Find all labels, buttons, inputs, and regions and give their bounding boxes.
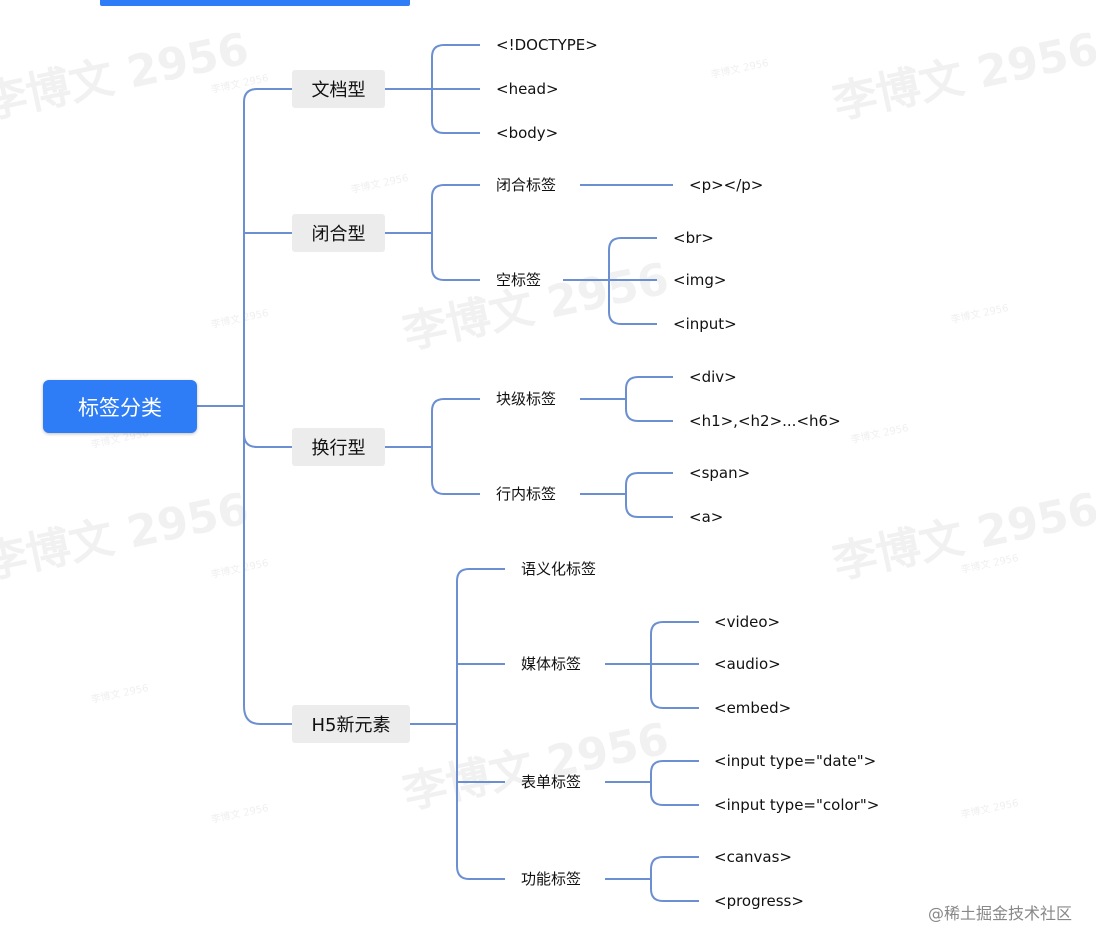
- node-closing-type[interactable]: 闭合型: [292, 214, 385, 252]
- leaf-input-date[interactable]: <input type="date">: [714, 752, 877, 770]
- leaf-p[interactable]: <p></p>: [689, 176, 764, 194]
- leaf-body[interactable]: <body>: [496, 124, 559, 142]
- title-strip: [100, 0, 410, 6]
- leaf-span[interactable]: <span>: [689, 464, 751, 482]
- node-form-tag[interactable]: 表单标签: [521, 773, 582, 791]
- connector: [431, 184, 480, 198]
- node-block-tag[interactable]: 块级标签: [496, 390, 557, 408]
- leaf-video[interactable]: <video>: [714, 613, 781, 631]
- connector: [431, 44, 480, 58]
- leaf-embed[interactable]: <embed>: [714, 699, 792, 717]
- connector: [431, 398, 480, 412]
- connector: [625, 408, 673, 422]
- leaf-br[interactable]: <br>: [673, 229, 714, 247]
- leaf-head[interactable]: <head>: [496, 80, 559, 98]
- node-inline-tag[interactable]: 行内标签: [496, 485, 557, 503]
- connector: [431, 480, 480, 495]
- connector: [456, 865, 505, 880]
- connector: [650, 621, 699, 635]
- node-closing-tag[interactable]: 闭合标签: [496, 176, 557, 194]
- connector: [625, 472, 673, 486]
- connector: [431, 120, 480, 134]
- leaf-input-color[interactable]: <input type="color">: [714, 796, 880, 814]
- connector: [625, 504, 673, 518]
- connector: [243, 705, 292, 725]
- connector: [650, 888, 699, 902]
- connector: [456, 568, 505, 582]
- leaf-doctype[interactable]: <!DOCTYPE>: [496, 36, 598, 54]
- leaf-headings[interactable]: <h1>,<h2>...<h6>: [689, 412, 841, 430]
- connector: [625, 376, 673, 390]
- connector: [431, 267, 480, 281]
- connector: [243, 88, 292, 103]
- leaf-a[interactable]: <a>: [689, 508, 724, 526]
- root-node[interactable]: 标签分类: [43, 380, 197, 433]
- node-empty-tag[interactable]: 空标签: [496, 271, 542, 289]
- connector: [650, 792, 699, 806]
- leaf-canvas[interactable]: <canvas>: [714, 848, 792, 866]
- connector: [608, 237, 657, 251]
- connector: [650, 760, 699, 774]
- connector: [650, 856, 699, 870]
- connector: [608, 311, 657, 325]
- leaf-div[interactable]: <div>: [689, 368, 737, 386]
- connector: [243, 433, 292, 448]
- node-document-type[interactable]: 文档型: [292, 70, 385, 108]
- node-semantic-tag[interactable]: 语义化标签: [521, 560, 597, 578]
- leaf-img[interactable]: <img>: [673, 271, 727, 289]
- leaf-input[interactable]: <input>: [673, 315, 737, 333]
- leaf-progress[interactable]: <progress>: [714, 892, 804, 910]
- node-media-tag[interactable]: 媒体标签: [521, 655, 582, 673]
- node-line-break-type[interactable]: 换行型: [292, 428, 385, 466]
- node-function-tag[interactable]: 功能标签: [521, 870, 582, 888]
- node-h5-new-elements[interactable]: H5新元素: [292, 705, 410, 743]
- connector: [650, 695, 699, 709]
- credit-watermark: @稀土掘金技术社区: [927, 904, 1072, 923]
- leaf-audio[interactable]: <audio>: [714, 655, 781, 673]
